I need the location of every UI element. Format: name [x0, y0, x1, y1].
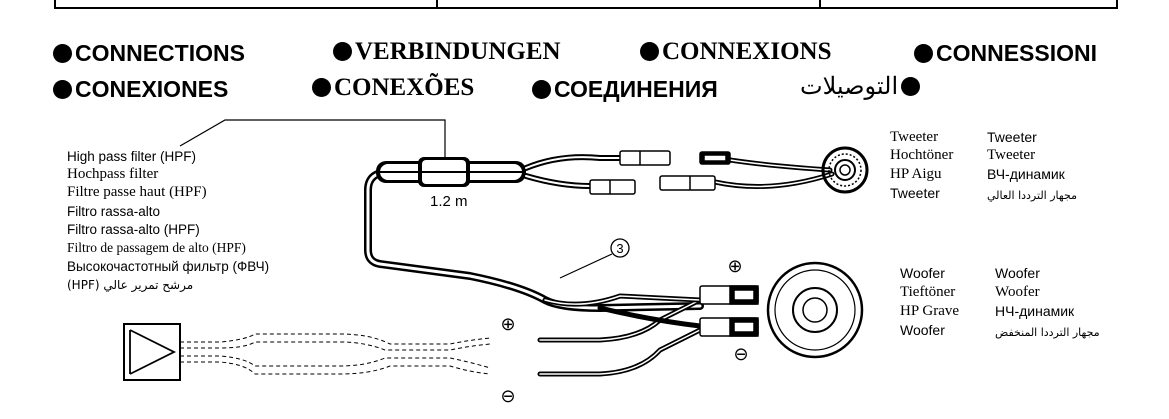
- tweeter-label-ru: ВЧ-динамик: [987, 166, 1065, 182]
- heading-connexions: CONNEXIONS: [640, 39, 831, 65]
- amplifier-dashed-cables: [180, 333, 491, 375]
- hpf-label-ru: Высокочастотный фильтр (ФВЧ): [67, 259, 270, 274]
- hpf-filter: [376, 157, 526, 187]
- tweeter-label-de: Hochtöner: [890, 147, 954, 163]
- tweeter-speaker-icon: [821, 146, 869, 194]
- hpf-leader-line: [179, 119, 446, 166]
- tweeter-label-it: Tweeter: [890, 185, 940, 201]
- amp-plus-symbol: ⊕: [500, 314, 515, 335]
- hpf-label-ar: (HPF) مرشح تمرير عالي: [67, 278, 194, 292]
- woofer-wires: [537, 293, 703, 377]
- heading-conexiones: CONEXIONES: [53, 76, 228, 102]
- heading-connessioni: CONNESSIONI: [914, 40, 1097, 66]
- table-divider: [436, 0, 438, 7]
- woofer-plus-symbol: ⊕: [727, 256, 742, 277]
- bullet-icon: [532, 80, 551, 99]
- item-number-badge: 3: [559, 238, 630, 279]
- tweeter-connectors: [589, 150, 731, 195]
- hpf-label-de: Hochpass filter: [67, 166, 159, 182]
- cable-length-label: 1.2 m: [430, 193, 468, 210]
- heading-connections: CONNECTIONS: [53, 40, 245, 66]
- tweeter-label-pt: Tweeter: [987, 147, 1036, 163]
- woofer-label-de: Tieftöner: [900, 284, 956, 300]
- heading-arabic: التوصيلات: [800, 73, 921, 99]
- woofer-label-ru: НЧ-динамик: [995, 303, 1075, 319]
- bullet-icon: [333, 42, 352, 61]
- tweeter-cables: [523, 154, 835, 189]
- tweeter-label-fr: HP Aigu: [890, 166, 942, 182]
- woofer-label-pt: Woofer: [995, 284, 1040, 300]
- woofer-minus-symbol: ⊖: [733, 344, 748, 365]
- woofer-label-en: Woofer: [900, 265, 945, 281]
- hpf-label-pt: Filtro de passagem de alto (HPF): [67, 240, 246, 255]
- heading-conexoes: CONEXÕES: [312, 75, 474, 101]
- woofer-label-it: Woofer: [900, 322, 945, 338]
- heading-verbindungen: VERBINDUNGEN: [333, 39, 561, 65]
- polarity-symbols: ⊕ ⊖ ⊕ ⊖: [500, 256, 748, 407]
- tweeter-label-en: Tweeter: [890, 129, 939, 145]
- bullet-icon: [53, 44, 72, 63]
- bullet-icon: [312, 78, 331, 97]
- bullet-icon: [901, 77, 921, 96]
- bullet-icon: [914, 44, 933, 63]
- bullet-icon: [53, 80, 72, 99]
- tweeter-label-ar: مجهار الترددا العالي: [987, 189, 1077, 202]
- woofer-cable: [364, 168, 704, 313]
- top-table-border: [54, 0, 1118, 9]
- heading-soedineniya: СОЕДИНЕНИЯ: [532, 76, 718, 102]
- table-divider: [819, 0, 821, 7]
- woofer-label-es: Woofer: [995, 265, 1040, 281]
- hpf-label-es: Filtro rassa-alto (HPF): [67, 222, 200, 237]
- hpf-label-en: High pass filter (HPF): [67, 149, 197, 164]
- hpf-label-it: Filtro rassa-alto: [67, 204, 161, 219]
- woofer-label-ar: مجهار الترددا المنخفض: [995, 326, 1100, 339]
- amp-minus-symbol: ⊖: [500, 386, 515, 407]
- woofer-label-fr: HP Grave: [900, 303, 960, 319]
- amplifier-icon: [123, 323, 181, 381]
- woofer-speaker-icon: [766, 261, 864, 359]
- svg-text:3: 3: [616, 241, 623, 256]
- hpf-label-fr: Filtre passe haut (HPF): [67, 184, 207, 200]
- bullet-icon: [640, 42, 659, 61]
- woofer-connectors: [699, 285, 759, 337]
- tweeter-label-es: Tweeter: [987, 129, 1037, 145]
